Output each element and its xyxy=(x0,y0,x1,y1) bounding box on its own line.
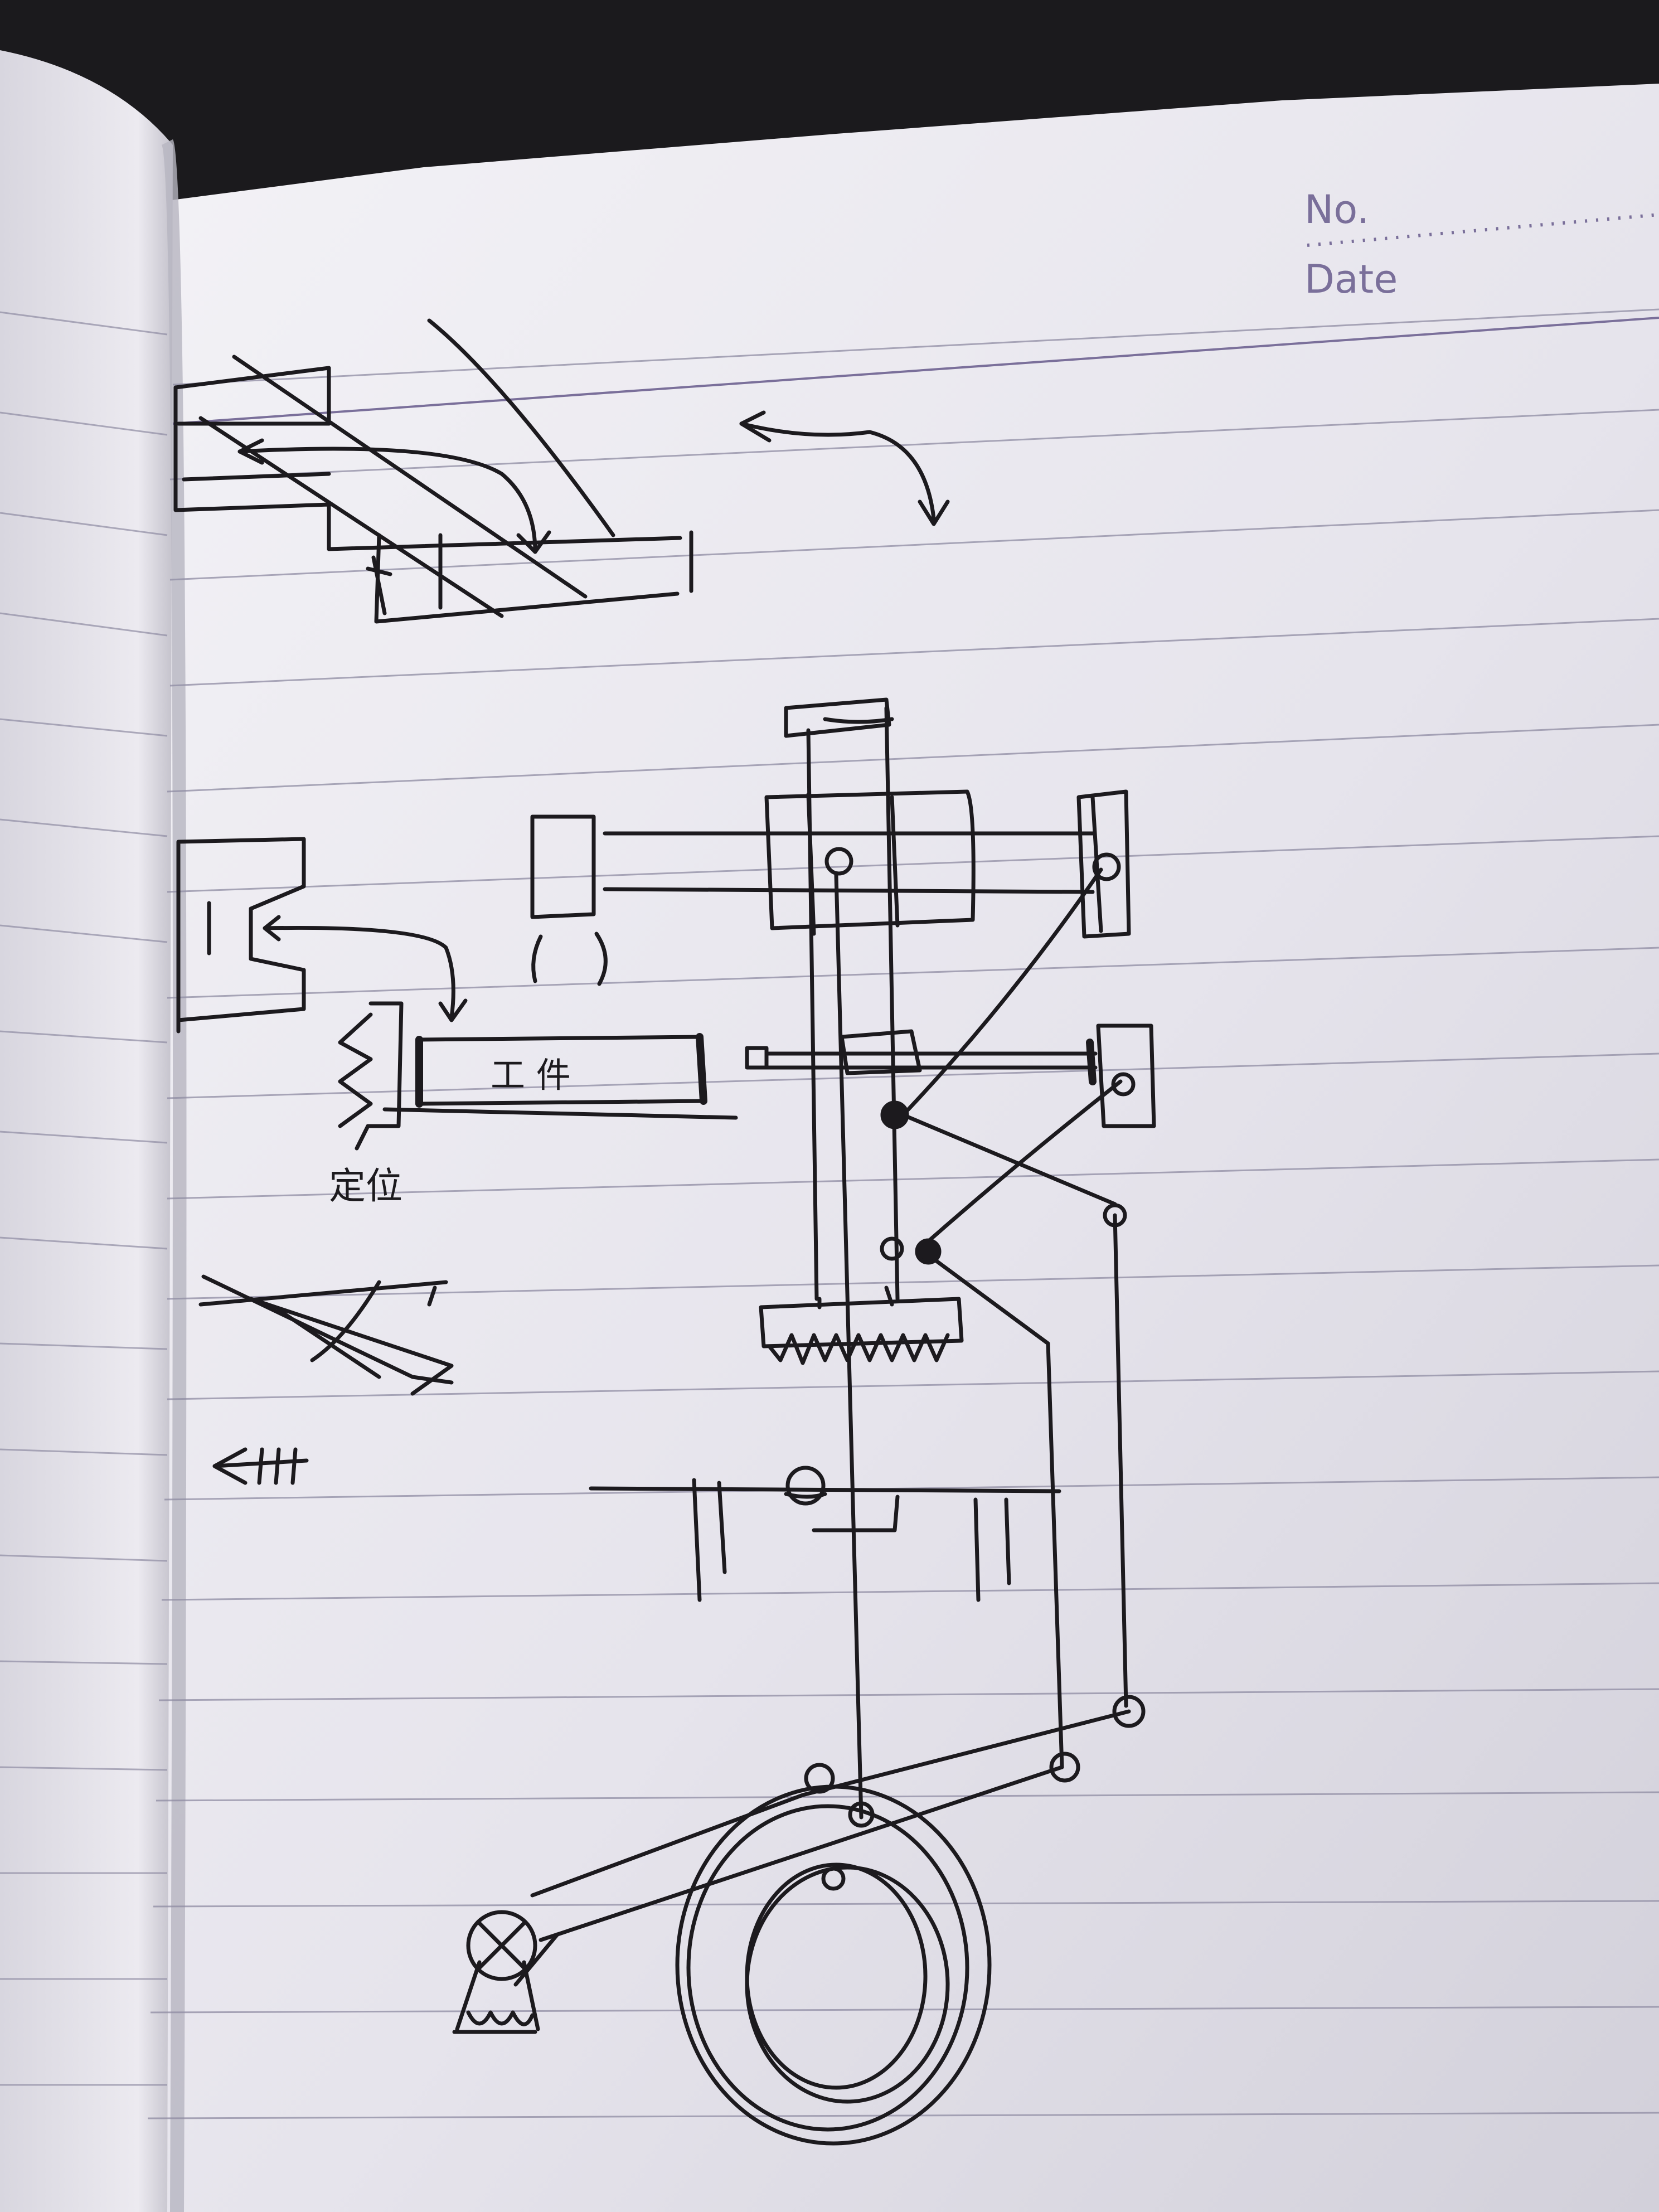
curved-arrow-top-right xyxy=(739,410,950,526)
top-sketch-bracket xyxy=(173,318,693,624)
number-label: No. xyxy=(1304,187,1369,232)
ink-sketch xyxy=(173,318,1156,2146)
upper-small-part xyxy=(530,814,608,986)
page-fold-shadow xyxy=(162,139,187,2212)
crank-arm xyxy=(513,1709,1131,1987)
locator-comb xyxy=(338,1001,404,1151)
middle-rod xyxy=(745,1023,1156,1128)
workpiece-block xyxy=(382,1033,738,1120)
date-label: Date xyxy=(1304,256,1398,302)
pivot-joints xyxy=(785,847,1146,1891)
workpiece-label: 工 件 xyxy=(491,1055,571,1095)
rack-teeth xyxy=(759,1286,964,1365)
motor-pivot xyxy=(452,1910,540,2034)
drive-wheels xyxy=(675,1784,992,2146)
header-rule xyxy=(172,317,1659,425)
scribble-arrow xyxy=(212,1447,309,1485)
right-page xyxy=(145,84,1659,2212)
scribble-chisel xyxy=(198,1274,454,1396)
locator-label: 定位 xyxy=(329,1165,402,1207)
left-page-lines xyxy=(0,311,168,2086)
linkage-arms xyxy=(834,867,1128,1820)
clamp-sketch xyxy=(176,837,468,1034)
top-carriage xyxy=(603,789,1131,939)
left-page-edge xyxy=(0,50,173,2212)
lower-table xyxy=(589,1478,1061,1602)
